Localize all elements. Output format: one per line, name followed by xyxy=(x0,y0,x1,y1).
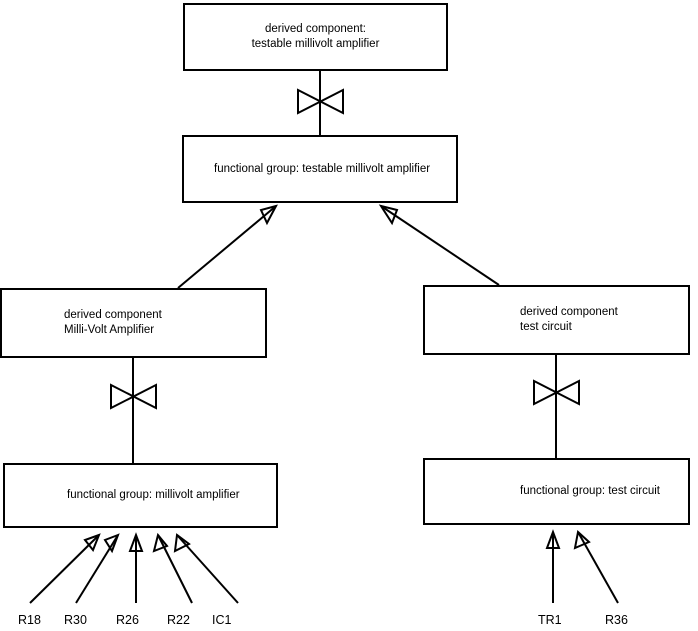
leaf-label-r30: R30 xyxy=(64,613,87,627)
connector-r30 xyxy=(75,533,120,604)
leaf-label-r36: R36 xyxy=(605,613,628,627)
leaf-label-r26: R26 xyxy=(116,613,139,627)
connector-r36 xyxy=(573,530,619,604)
node-top-functional-group[interactable]: functional group: testable millivolt amp… xyxy=(182,135,458,203)
leaf-label-ic1: IC1 xyxy=(212,613,232,627)
node-top-derived-component-label: derived component: testable millivolt am… xyxy=(251,23,380,50)
connector-r18 xyxy=(29,533,101,604)
connector-left-bowtie xyxy=(110,358,157,463)
connector-r26 xyxy=(128,532,144,603)
node-left-functional-group[interactable]: functional group: millivolt amplifier xyxy=(3,463,278,528)
node-left-derived-component[interactable]: derived component Milli-Volt Amplifier xyxy=(0,288,267,358)
leaf-label-tr1: TR1 xyxy=(538,613,562,627)
leaf-label-r22: R22 xyxy=(167,613,190,627)
node-left-functional-group-label: functional group: millivolt amplifier xyxy=(67,489,240,501)
connector-right-bowtie xyxy=(533,355,580,458)
node-top-derived-component[interactable]: derived component: testable millivolt am… xyxy=(183,3,448,71)
node-right-derived-component-label: derived component test circuit xyxy=(520,306,618,333)
node-left-derived-component-label: derived component Milli-Volt Amplifier xyxy=(64,309,162,336)
connector-ic1 xyxy=(173,533,239,604)
node-right-functional-group-label: functional group: test circuit xyxy=(520,485,660,497)
node-right-functional-group[interactable]: functional group: test circuit xyxy=(423,458,690,525)
connector-tr1 xyxy=(545,529,561,603)
connector-left-arrow-up xyxy=(177,204,278,289)
connector-top-bowtie xyxy=(297,71,344,135)
connector-right-arrow-up xyxy=(378,204,500,286)
connector-r22 xyxy=(152,532,193,604)
leaf-label-r18: R18 xyxy=(18,613,41,627)
node-right-derived-component[interactable]: derived component test circuit xyxy=(423,285,690,355)
node-top-functional-group-label: functional group: testable millivolt amp… xyxy=(214,162,431,175)
